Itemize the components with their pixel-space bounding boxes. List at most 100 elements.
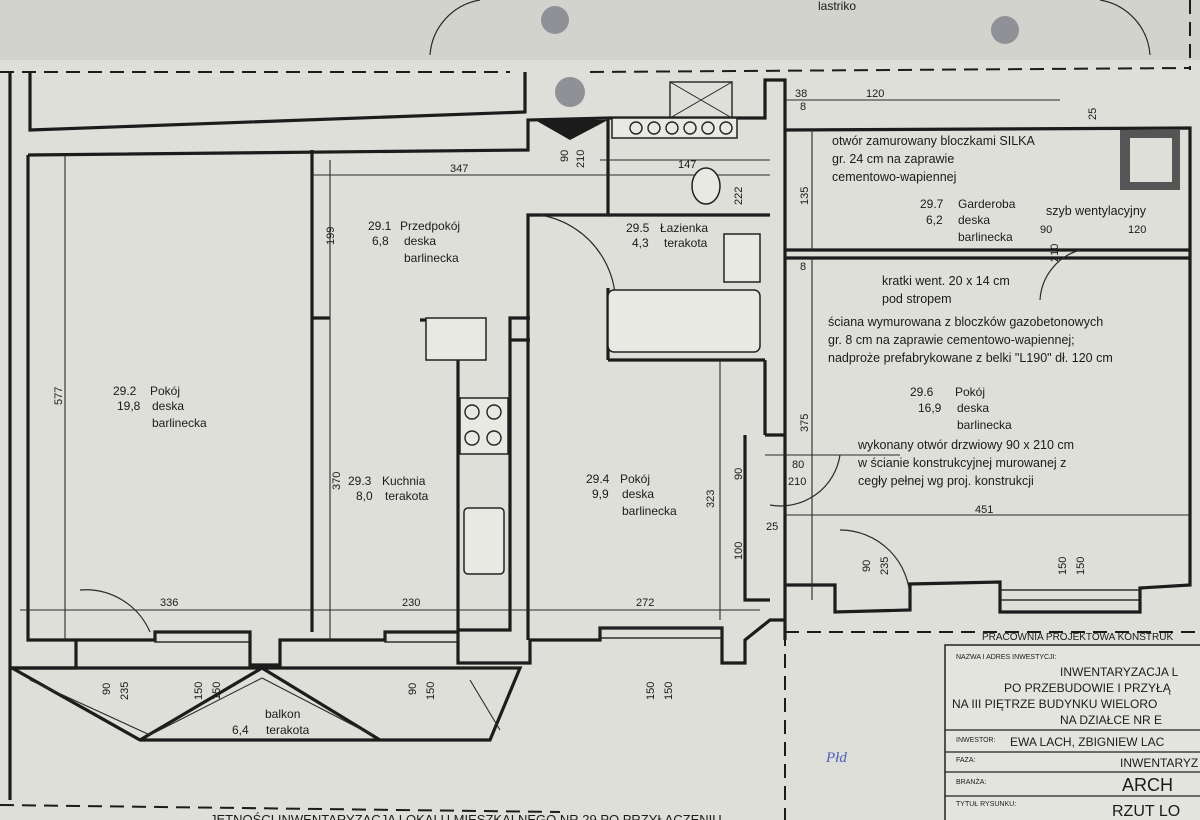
svg-text:150: 150: [645, 682, 657, 700]
svg-text:210: 210: [575, 150, 587, 168]
svg-text:38: 38: [795, 88, 807, 100]
room-29-6: 29.6 Pokój 16,9 deska barlinecka: [910, 385, 1012, 432]
svg-text:barlinecka: barlinecka: [622, 504, 677, 518]
svg-text:gr. 24 cm na zaprawie: gr. 24 cm na zaprawie: [832, 152, 954, 166]
svg-text:150: 150: [193, 682, 205, 700]
wall-hall-left: [310, 150, 330, 632]
handwritten-pld: Płd: [825, 750, 847, 766]
svg-text:150: 150: [211, 682, 223, 700]
svg-text:barlinecka: barlinecka: [958, 230, 1013, 244]
svg-text:19,8: 19,8: [117, 399, 141, 413]
svg-text:90: 90: [407, 683, 419, 695]
svg-text:272: 272: [636, 597, 654, 609]
svg-text:PO PRZEBUDOWIE I PRZYŁĄ: PO PRZEBUDOWIE I PRZYŁĄ: [1004, 681, 1172, 695]
svg-text:150: 150: [425, 682, 437, 700]
svg-text:Garderoba: Garderoba: [958, 197, 1016, 211]
note-door: wykonany otwór drzwiowy 90 x 210 cm w śc…: [857, 438, 1074, 488]
ventilation-unit: [425, 317, 487, 361]
svg-text:terakota: terakota: [385, 489, 429, 503]
svg-text:29.3: 29.3: [348, 474, 372, 488]
svg-text:cementowo-wapiennej: cementowo-wapiennej: [832, 170, 956, 184]
svg-text:6,8: 6,8: [372, 234, 389, 248]
svg-text:16,9: 16,9: [918, 401, 942, 415]
svg-text:90: 90: [1040, 224, 1052, 236]
svg-text:25: 25: [1087, 108, 1099, 120]
note-vents: kratki went. 20 x 14 cm pod stropem: [882, 274, 1010, 306]
svg-text:135: 135: [799, 187, 811, 205]
svg-text:NA DZIAŁCE NR E: NA DZIAŁCE NR E: [1060, 713, 1162, 727]
svg-text:120: 120: [1128, 224, 1146, 236]
svg-text:Pokój: Pokój: [955, 385, 985, 399]
bathtub: [607, 289, 761, 353]
svg-text:deska: deska: [622, 487, 654, 501]
svg-text:gr. 8 cm na zaprawie cementowo: gr. 8 cm na zaprawie cementowo-wapiennej…: [828, 333, 1075, 347]
balcony: [11, 666, 523, 742]
svg-text:370: 370: [331, 472, 343, 490]
svg-text:90: 90: [733, 468, 745, 480]
note-wall: ściana wymurowana z bloczków gazobetonow…: [828, 315, 1113, 365]
svg-text:NAZWA I ADRES INWESTYCJI:: NAZWA I ADRES INWESTYCJI:: [956, 654, 1057, 661]
svg-text:230: 230: [402, 597, 420, 609]
lastriko-label: lastriko: [818, 0, 856, 13]
svg-text:Kuchnia: Kuchnia: [382, 474, 426, 488]
door-swings: [79, 0, 1151, 633]
stair-arrow: [535, 120, 608, 140]
svg-text:375: 375: [799, 414, 811, 432]
svg-text:100: 100: [733, 542, 745, 560]
svg-text:199: 199: [325, 227, 337, 245]
dashed-outline-bottom: [0, 631, 1200, 820]
vent-shaft-inner: [1130, 138, 1172, 182]
note-silka: otwór zamurowany bloczkami SILKA gr. 24 …: [832, 134, 1036, 184]
svg-text:deska: deska: [958, 213, 990, 227]
svg-text:29.4: 29.4: [586, 472, 610, 486]
svg-text:barlinecka: barlinecka: [404, 251, 459, 265]
svg-text:deska: deska: [404, 234, 436, 248]
bottom-caption: JĘTNOŚCI INWENTARYZACJA LOKALU MIESZKALN…: [210, 812, 722, 820]
svg-text:EWA LACH, ZBIGNIEW LAC: EWA LACH, ZBIGNIEW LAC: [1010, 735, 1165, 749]
svg-text:wykonany otwór drzwiowy 90 x 2: wykonany otwór drzwiowy 90 x 210 cm: [857, 438, 1074, 452]
svg-text:90: 90: [559, 150, 571, 162]
dim-lines: [20, 99, 1190, 640]
svg-text:323: 323: [705, 490, 717, 508]
svg-text:otwór zamurowany bloczkami SIL: otwór zamurowany bloczkami SILKA: [832, 134, 1036, 148]
svg-text:terakota: terakota: [664, 236, 708, 250]
title-block: PRACOWNIA PROJEKTOWA KONSTRUK NAZWA I AD…: [944, 632, 1200, 820]
svg-text:cegły pełnej wg proj. konstruk: cegły pełnej wg proj. konstrukcji: [858, 474, 1034, 488]
svg-text:120: 120: [866, 88, 884, 100]
svg-text:150: 150: [1075, 557, 1087, 575]
room-29-4: 29.4 Pokój 9,9 deska barlinecka: [586, 472, 677, 518]
svg-text:577: 577: [53, 387, 65, 405]
outer-wall-top: [8, 72, 527, 800]
svg-text:4,3: 4,3: [632, 236, 649, 250]
balcony-inner: [29, 677, 501, 736]
svg-text:235: 235: [119, 682, 131, 700]
svg-text:BRANŻA:: BRANŻA:: [956, 777, 986, 786]
svg-text:25: 25: [766, 521, 778, 533]
stove-top: [611, 117, 738, 139]
room-29-3: 29.3 Kuchnia 8,0 terakota: [348, 474, 429, 503]
svg-text:6,2: 6,2: [926, 213, 943, 227]
svg-text:deska: deska: [957, 401, 989, 415]
room-29-5: 29.5 Łazienka 4,3 terakota: [626, 221, 708, 250]
svg-text:210: 210: [788, 476, 806, 488]
svg-text:8,0: 8,0: [356, 489, 373, 503]
sink-bath: [723, 233, 761, 283]
svg-text:90: 90: [101, 683, 113, 695]
svg-text:451: 451: [975, 504, 993, 516]
svg-text:29.6: 29.6: [910, 385, 934, 399]
svg-text:Łazienka: Łazienka: [660, 221, 708, 235]
svg-text:150: 150: [663, 682, 675, 700]
svg-text:29.2: 29.2: [113, 384, 137, 398]
markers: [541, 6, 1019, 107]
svg-text:147: 147: [678, 159, 696, 171]
wall-room4-right: [743, 433, 785, 602]
svg-text:9,9: 9,9: [592, 487, 609, 501]
toilet: [691, 167, 721, 205]
svg-text:NA III PIĘTRZE BUDYNKU WIELOR: NA III PIĘTRZE BUDYNKU WIELORO: [952, 697, 1157, 711]
room-balkon: balkon 6,4 terakota: [232, 707, 310, 737]
svg-text:222: 222: [733, 187, 745, 205]
dimension-labels: 347 147 222 199 577 370 323 375 135 8 8 …: [53, 88, 1146, 700]
svg-text:80: 80: [792, 459, 804, 471]
paper-shade: [0, 0, 1200, 60]
svg-text:ściana wymurowana z bloczków g: ściana wymurowana z bloczków gazobetonow…: [828, 315, 1103, 329]
